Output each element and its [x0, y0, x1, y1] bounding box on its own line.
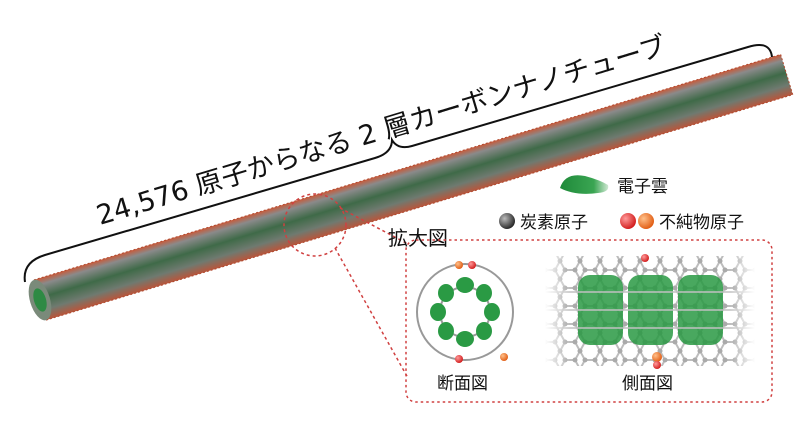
electron-cloud-icon	[560, 175, 609, 194]
connector-line	[339, 207, 409, 245]
legend-impurity-atom: 不純物原子	[659, 213, 744, 233]
legend-electron-cloud: 電子雲	[617, 177, 668, 197]
connector-line	[334, 247, 409, 379]
side-view	[545, 254, 755, 369]
carbon-atom-icon	[499, 213, 515, 229]
side-view-label: 側面図	[622, 374, 673, 394]
zoom-box	[405, 239, 773, 403]
zoom-label: 拡大図	[388, 226, 448, 250]
legend-carbon-atom: 炭素原子	[520, 213, 588, 233]
brace	[23, 44, 773, 283]
nanotube	[28, 53, 794, 321]
cross-section-label: 断面図	[437, 374, 488, 394]
impurity-atom-red-icon	[620, 213, 636, 229]
impurity-atom-orange-icon	[638, 213, 654, 229]
zoom-region-circle	[283, 193, 347, 257]
cross-section-view	[416, 261, 514, 363]
